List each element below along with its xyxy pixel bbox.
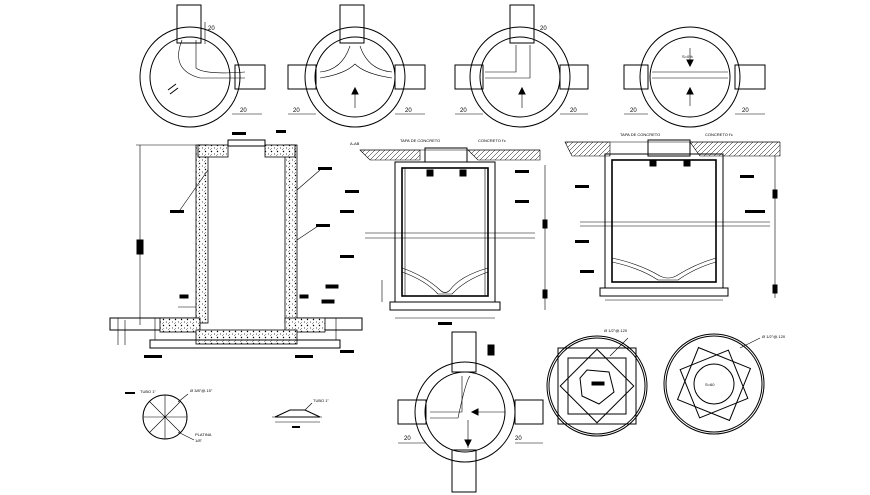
slope-label: S=0%	[682, 54, 693, 59]
label-tube: TUBO 1"	[140, 389, 156, 394]
section-view-1	[109, 130, 363, 358]
plan-view-bottom: 20 20	[397, 331, 544, 493]
dim-right: 20	[742, 108, 749, 114]
plan-view-4: S=0% 20 20	[623, 26, 766, 128]
section-title: A-AB	[350, 141, 360, 146]
dim-bottom: 20	[240, 108, 247, 114]
label-plate-thk: 1/8"	[195, 438, 203, 443]
section-view-3: TAPA DE CONCRETO CONCRETO f'c	[564, 132, 781, 301]
rebar-label: Ø 1/2"@.120	[604, 328, 628, 333]
dim-right: 20	[405, 108, 412, 114]
label-tube: TUBO 1"	[313, 398, 329, 403]
section-view-2: A-AB TAPA DE CONCRETO CONCRETO f'c	[340, 138, 548, 325]
center-label: S=60	[705, 382, 715, 387]
label-rebar: Ø 3/8"@.15"	[190, 388, 213, 393]
dim-right: 20	[570, 108, 577, 114]
label-concrete: CONCRETO f'c	[705, 132, 733, 137]
plan-view-2: 20 20	[287, 4, 426, 128]
plan-view-1: 20 20	[139, 4, 266, 128]
dim-left: 20	[630, 108, 637, 114]
dim-left: 20	[404, 436, 411, 442]
plan-view-3: 20 20 20	[454, 4, 589, 128]
detail-step: TUBO 1"	[272, 398, 329, 428]
dim-top: 20	[208, 26, 215, 32]
detail-lid-plan: TUBO 1" Ø 3/8"@.15" PLATINA 1/8"	[125, 388, 213, 443]
label-plate: PLATINA	[195, 432, 212, 437]
label-lid: TAPA DE CONCRETO	[620, 132, 660, 137]
rebar-plan-1: Ø 1/2"@.120	[546, 328, 648, 437]
dim-right: 20	[515, 436, 522, 442]
rebar-plan-2: S=60 Ø 1/2"@.120	[663, 333, 786, 435]
dim-left: 20	[460, 108, 467, 114]
rebar-label: Ø 1/2"@.120	[762, 334, 786, 339]
dim-left: 20	[293, 108, 300, 114]
label-concrete: CONCRETO f'c	[478, 138, 506, 143]
dim-top: 20	[540, 26, 547, 32]
label-lid: TAPA DE CONCRETO	[400, 138, 440, 143]
